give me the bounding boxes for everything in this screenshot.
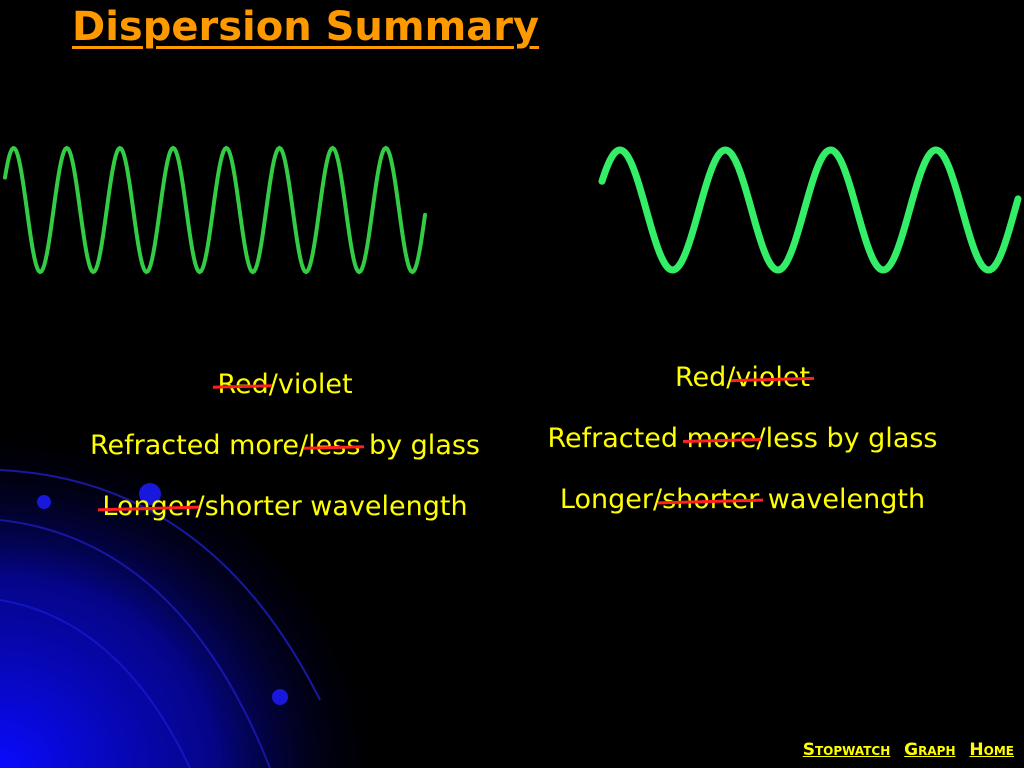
left-color-first: Red — [217, 364, 268, 405]
short-wavelength-wave — [3, 145, 427, 275]
right-color-line: Red/violet — [545, 357, 940, 398]
left-wavelength-line: Longer/shorter wavelength — [80, 486, 490, 527]
left-refracted-line: Refracted more/less by glass — [80, 425, 490, 466]
right-refracted-first: more — [687, 418, 757, 459]
left-refracted-first: more — [229, 430, 300, 461]
right-refracted-line: Refracted more/less by glass — [545, 418, 940, 459]
left-summary: Red/violet Refracted more/less by glass … — [80, 364, 490, 547]
right-color-first: Red — [674, 362, 727, 393]
blue-arc-3 — [0, 599, 191, 768]
right-wavelength-first: Longer — [559, 484, 653, 515]
blue-dot-2 — [37, 495, 51, 509]
left-refracted-second: less — [308, 425, 360, 466]
page-title: Dispersion Summary — [72, 4, 540, 50]
long-wave-path — [598, 146, 1022, 274]
right-wavelength-line: Longer/shorter wavelength — [545, 479, 940, 520]
left-wavelength-second: shorter — [204, 491, 302, 522]
graph-link[interactable]: Graph — [904, 740, 956, 760]
left-color-second: violet — [277, 369, 353, 400]
stopwatch-link[interactable]: Stopwatch — [802, 740, 891, 760]
blue-dot-3 — [272, 689, 288, 705]
long-wavelength-wave — [598, 146, 1022, 274]
left-wavelength-first: Longer — [102, 486, 195, 527]
short-wave-path — [3, 145, 427, 275]
left-color-line: Red/violet — [80, 364, 490, 405]
blue-swirl-shape — [0, 420, 390, 768]
nav-links: Stopwatch Graph Home — [795, 740, 1014, 760]
right-summary: Red/violet Refracted more/less by glass … — [545, 357, 940, 540]
blue-arc-1 — [0, 469, 321, 701]
right-wavelength-second: shorter — [662, 479, 759, 520]
right-color-second: violet — [735, 357, 810, 398]
right-refracted-second: less — [765, 423, 818, 454]
home-link[interactable]: Home — [969, 740, 1014, 760]
blue-arc-2 — [0, 519, 271, 768]
